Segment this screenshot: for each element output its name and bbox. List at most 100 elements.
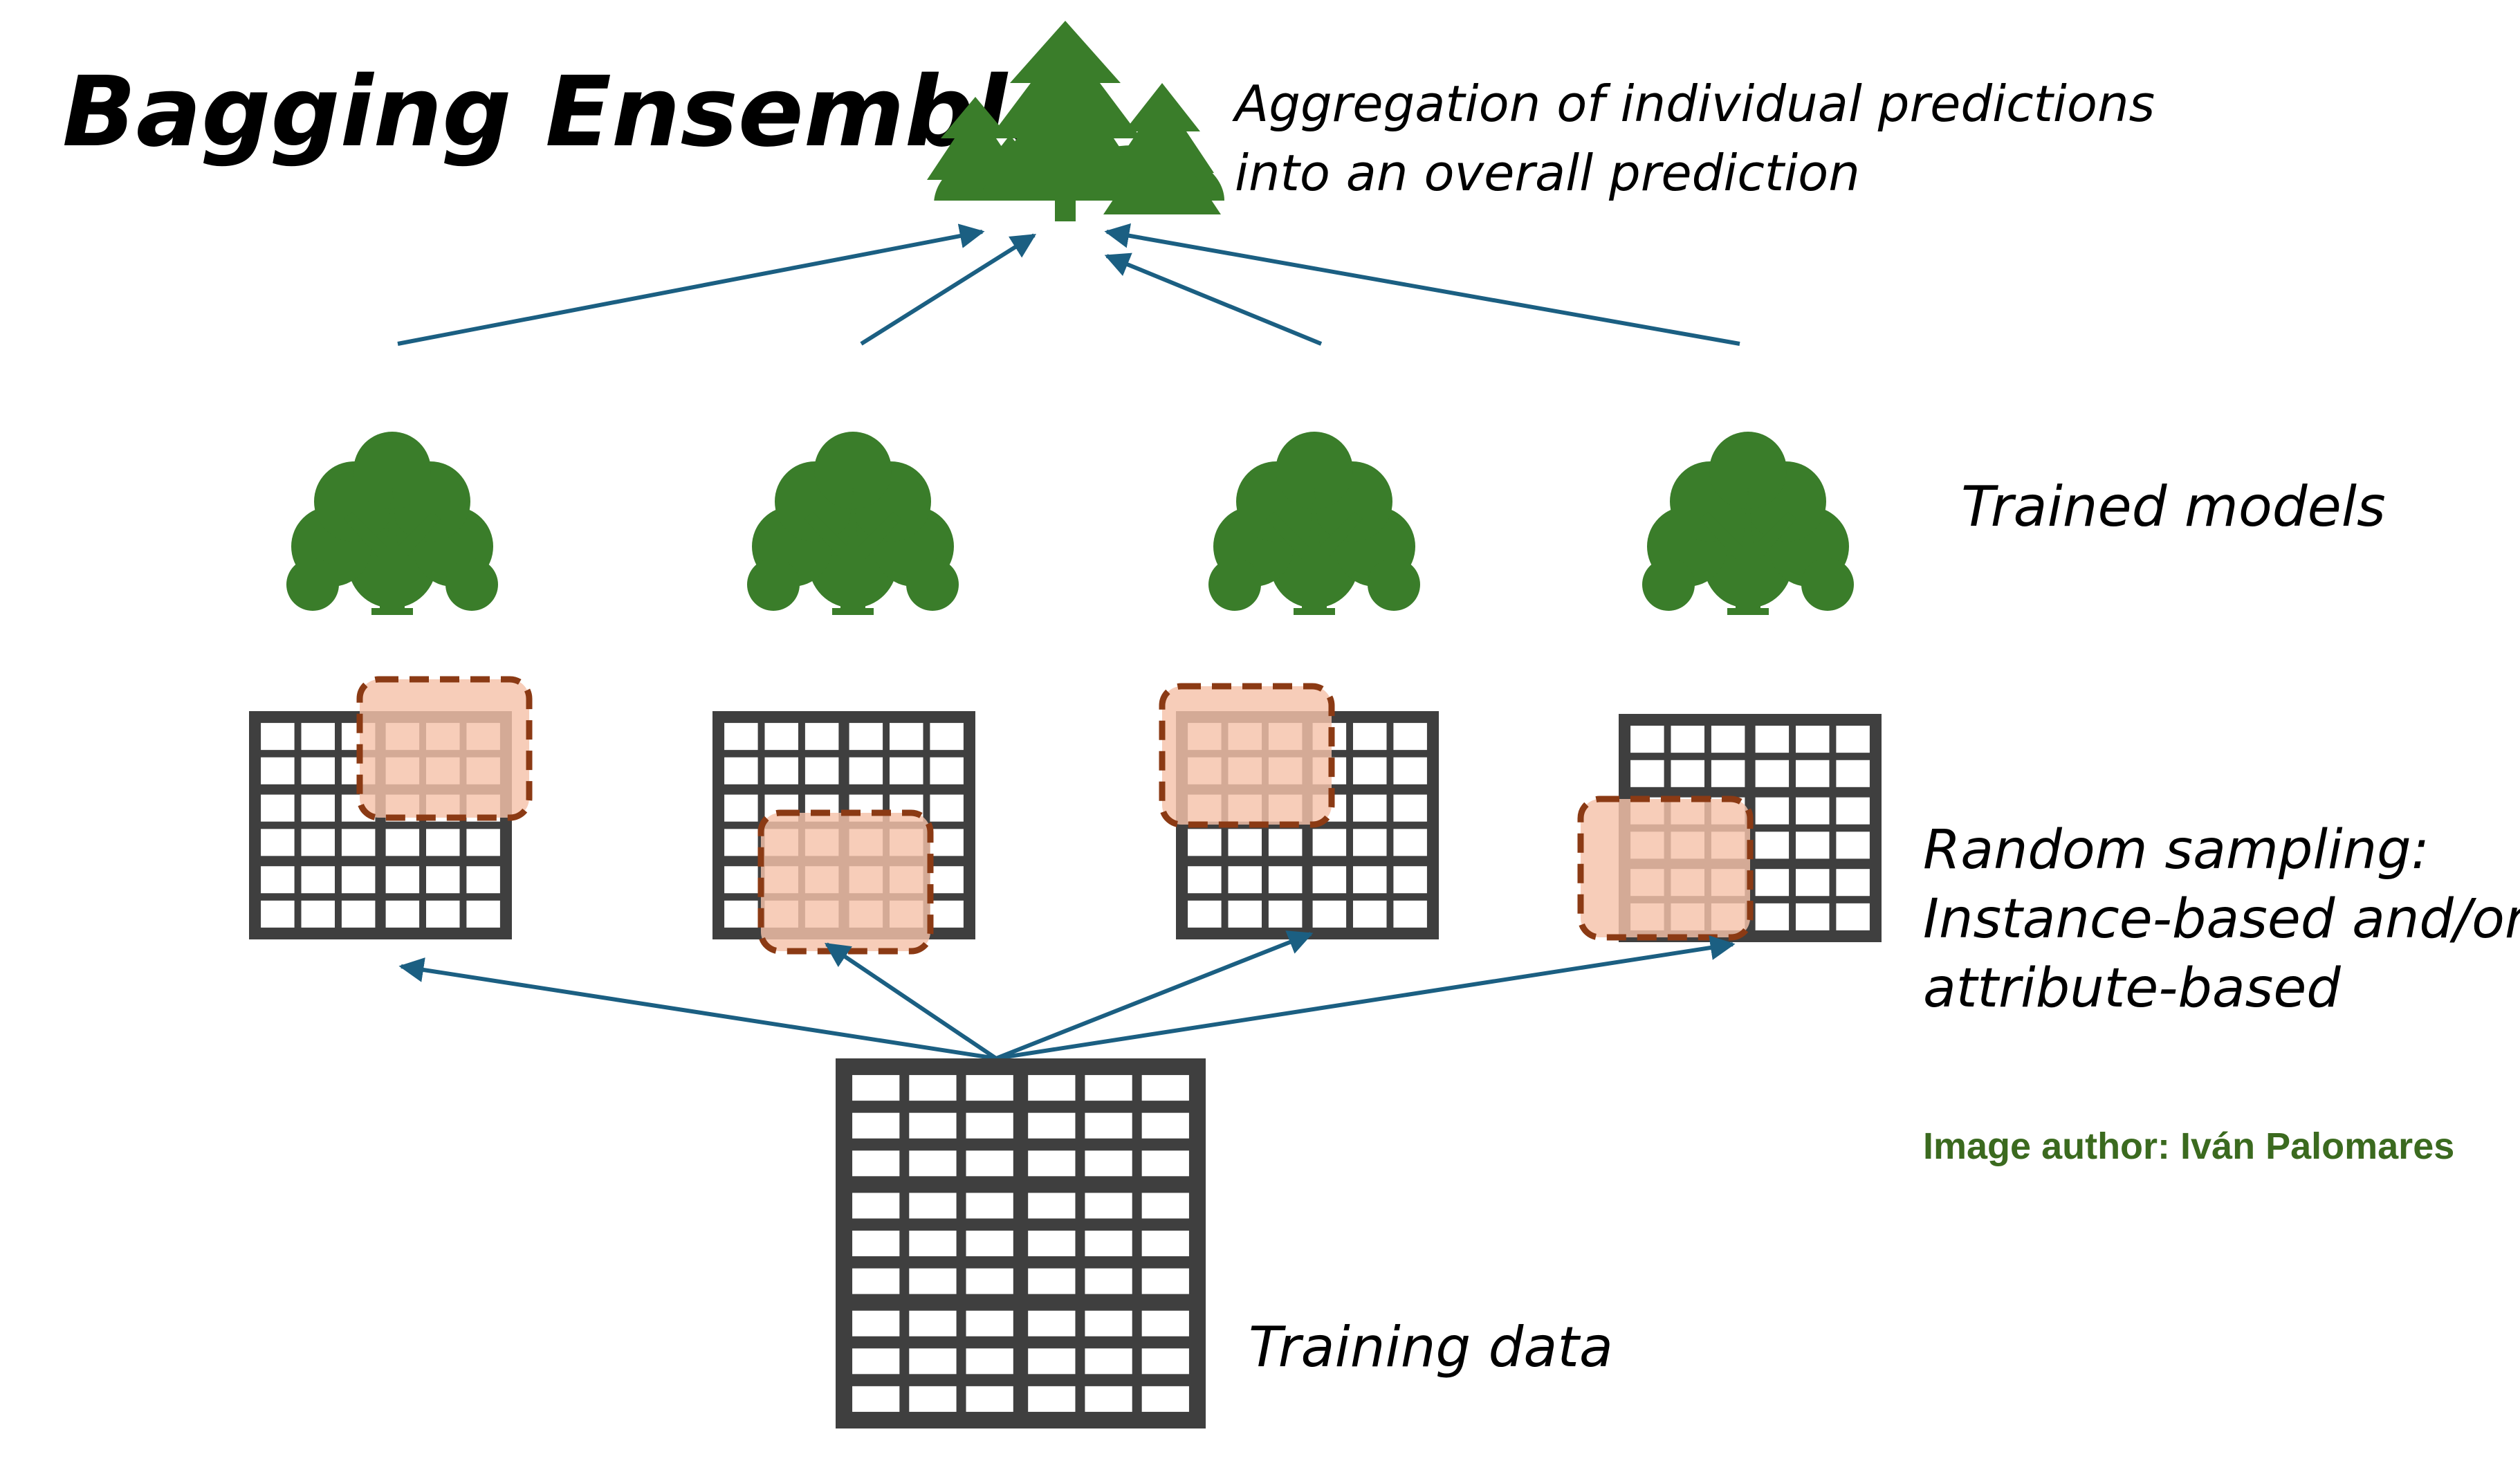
tree-icon [286,432,498,615]
table-cell [1836,726,1870,753]
table-cell [1836,903,1870,930]
table-cell [852,1310,900,1336]
table-cell [966,1230,1013,1257]
forest-icon [913,21,1231,270]
arrow-data-to-sample2 [825,942,997,1060]
table-cell [804,723,839,751]
table-cell [1028,1075,1076,1101]
table-cell [1228,829,1262,856]
table-cell [1755,726,1790,753]
table-cell [764,757,798,784]
arrow-data-to-sample1 [398,957,997,1060]
arrow-data-to-sample4 [995,935,1736,1060]
table-cell [261,723,295,751]
table-cell [1085,1193,1132,1219]
table-cell [1141,1348,1189,1375]
table-cell [852,1386,900,1412]
arrow-data-to-sample3 [995,930,1314,1060]
aggregation-text-line1: Aggregation of individual predictions [1232,75,2155,133]
table-cell [261,866,295,894]
training-table-grid [836,1058,1206,1428]
table-cell [1393,757,1427,784]
table-cell [849,757,883,784]
table-cell [724,900,758,928]
table-cell [1085,1112,1132,1139]
table-cell [966,1268,1013,1294]
table-cell [764,723,798,751]
table-cell [1028,1193,1076,1219]
table-cell [1755,831,1790,859]
table-cell [1755,797,1790,825]
table-cell [1028,1310,1076,1336]
table-cell [909,1075,957,1101]
table-cell [852,1268,900,1294]
arrow-model1-to-forest [397,223,985,346]
table-cell [852,1193,900,1219]
sampling-arrows [398,930,1736,1060]
table-cell [1228,866,1262,894]
table-cell [1836,797,1870,825]
table-cell [301,866,335,894]
table-cell [1836,760,1870,787]
table-cell [1141,1112,1189,1139]
author-credit: Image author: Iván Palomares [1923,1125,2454,1167]
arrow-model3-to-forest [1104,252,1323,346]
table-cell [724,829,758,856]
table-cell [1188,829,1222,856]
table-cell [426,866,460,894]
table-cell [1141,1150,1189,1177]
table-cell [1141,1310,1189,1336]
table-cell [385,866,420,894]
table-cell [1312,900,1347,928]
table-cell [1141,1386,1189,1412]
table-cell [1028,1230,1076,1257]
sampling-label-line1: Random sampling: [1923,819,2429,881]
table-cell [930,794,964,822]
table-cell [1353,794,1387,822]
table-cell [966,1348,1013,1375]
table-cell [724,723,758,751]
table-cell [1268,866,1303,894]
table-cell [1268,900,1303,928]
table-cell [852,1075,900,1101]
table-cell [909,1230,957,1257]
table-cell [930,866,964,894]
table-cell [1393,829,1427,856]
table-cell [301,829,335,856]
table-cell [966,1386,1013,1412]
table-cell [261,900,295,928]
table-cell [1085,1348,1132,1375]
table-cell [852,1348,900,1375]
table-cell [1755,903,1790,930]
table-cell [1796,726,1830,753]
table-cell [1085,1386,1132,1412]
table-cell [930,723,964,751]
table-cell [852,1112,900,1139]
table-cell [1630,760,1664,787]
trained-models-label: Trained models [1961,475,2386,539]
table-cell [909,1268,957,1294]
table-cell [1085,1075,1132,1101]
table-cell [1141,1193,1189,1219]
sample-highlight [1577,796,1754,941]
table-cell [1796,831,1830,859]
aggregation-text-line2: into an overall prediction [1235,144,1860,202]
table-cell [261,829,295,856]
tree-icon [1208,432,1420,615]
table-cell [966,1112,1013,1139]
table-cell [301,757,335,784]
table-cell [1353,757,1387,784]
table-cell [1268,829,1303,856]
table-cell [909,1193,957,1219]
page-title: Bagging Ensemble [62,56,1073,169]
table-cell [1353,866,1387,894]
table-cell [261,794,295,822]
table-cell [1141,1230,1189,1257]
table-cell [1353,829,1387,856]
table-cell [1312,829,1347,856]
table-cell [301,794,335,822]
table-cell [301,723,335,751]
table-cell [849,723,883,751]
sampled-tables [249,676,1882,955]
